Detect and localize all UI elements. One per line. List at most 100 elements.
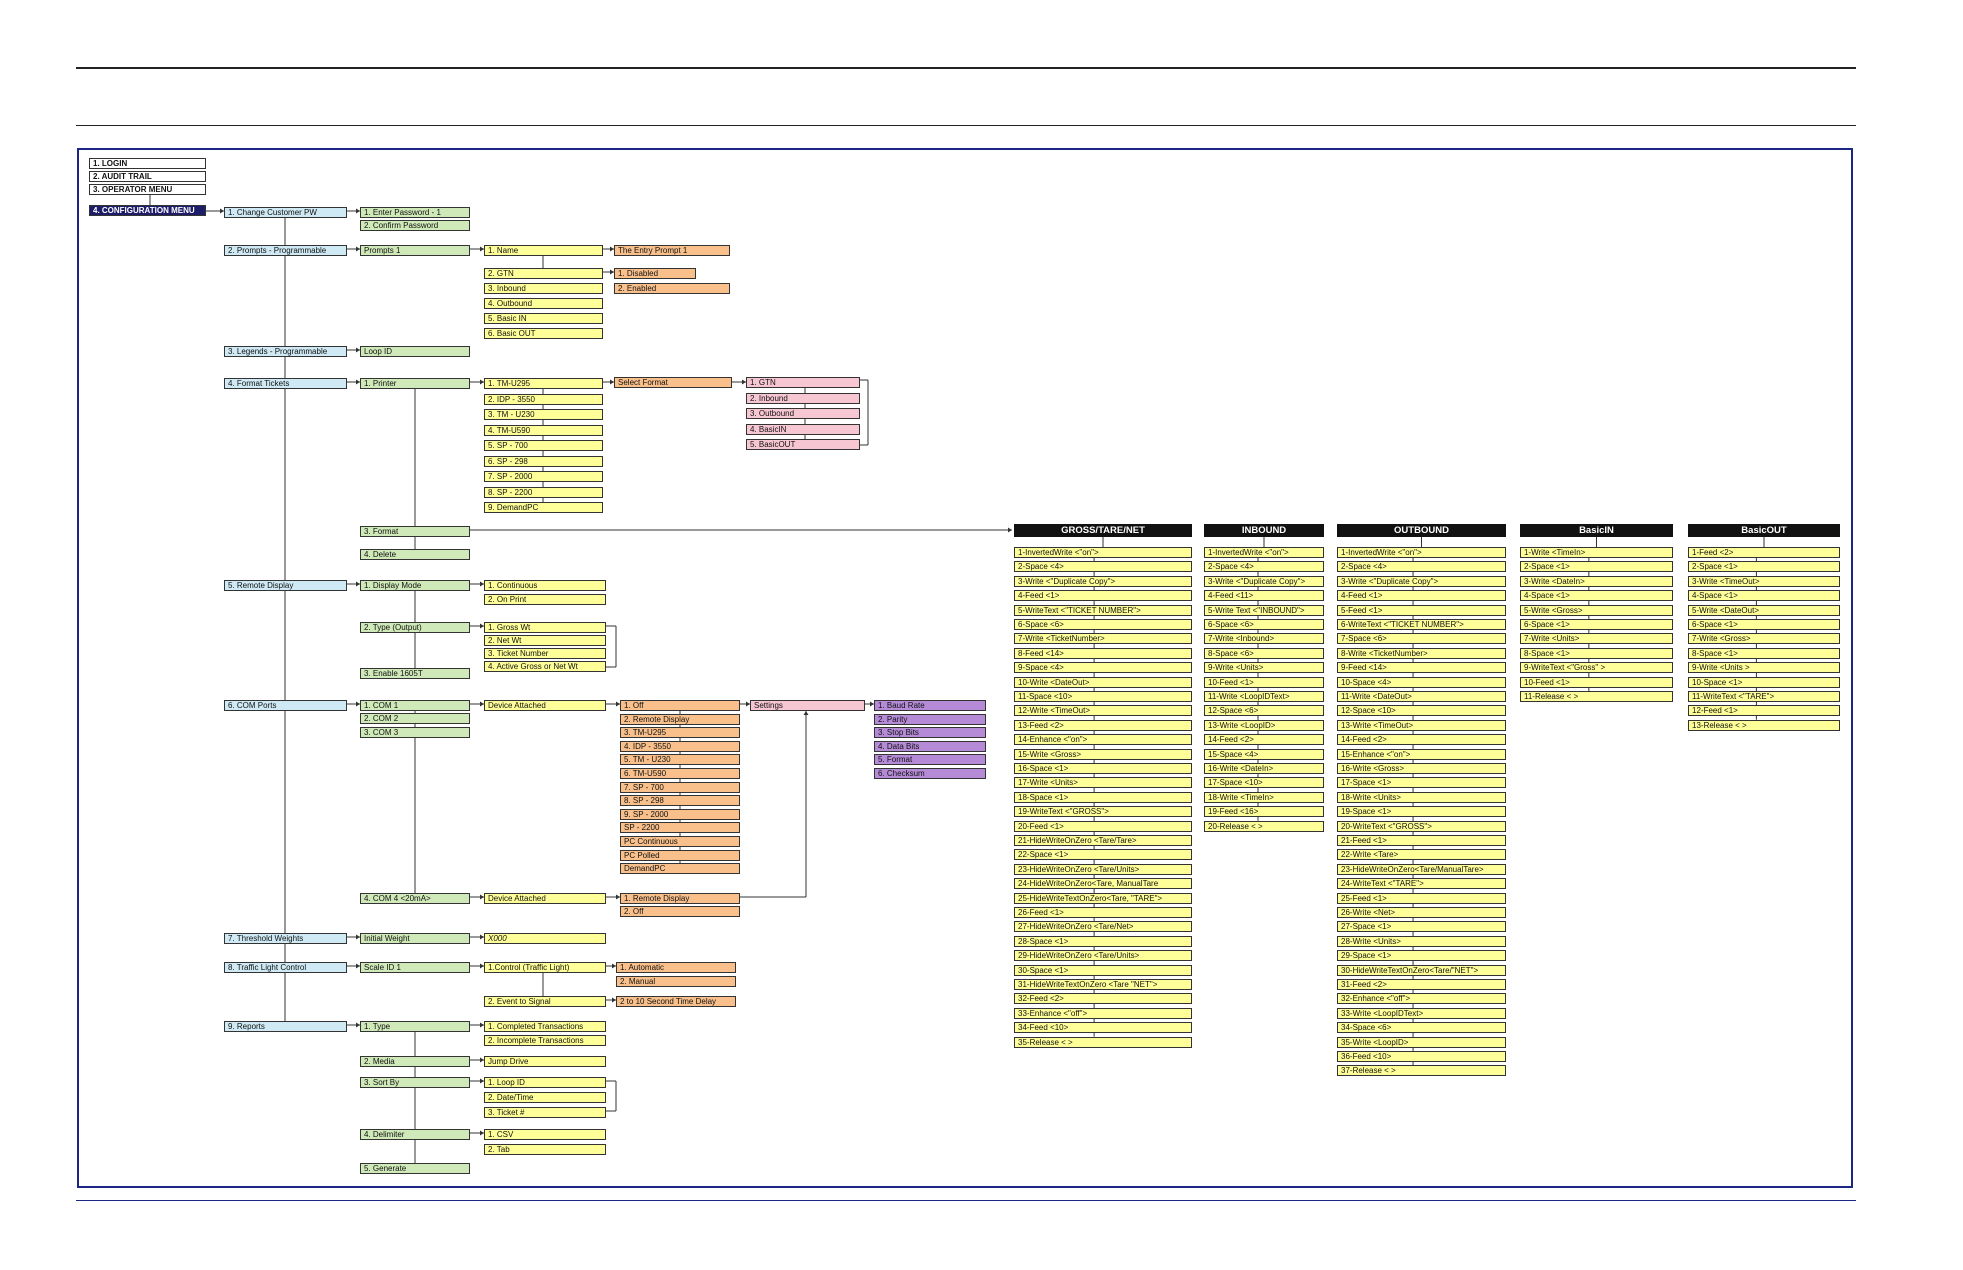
- report-media: Jump Drive: [484, 1056, 606, 1067]
- report-type: 1. Completed Transactions: [484, 1021, 606, 1032]
- com-device: PC Continuous: [620, 836, 740, 847]
- format-command: 1-Feed <2>: [1688, 547, 1840, 558]
- report-item: 3. Sort By: [360, 1077, 470, 1088]
- report-sort: 2. Date/Time: [484, 1092, 606, 1103]
- format-command: 13-Release < >: [1688, 719, 1840, 731]
- arrow-head: [480, 963, 484, 969]
- traffic-control: 2. Event to Signal: [484, 996, 606, 1007]
- com-device: 7. SP - 700: [620, 781, 740, 793]
- format-command: 10-Space <1>: [1688, 676, 1840, 688]
- arrow-head: [480, 934, 484, 940]
- format-command: 23-HideWriteOnZero <Tare/Units>: [1014, 863, 1192, 875]
- com-setting: 2. Parity: [874, 713, 986, 725]
- initial-weight-value: X000: [484, 933, 606, 944]
- format-command: 32-Feed <2>: [1014, 993, 1192, 1005]
- remote-display-item: 1. Display Mode: [360, 580, 470, 591]
- format-command: 4-Feed <1>: [1014, 590, 1192, 602]
- format-command: 28-Space <1>: [1014, 935, 1192, 947]
- arrow-head: [480, 1022, 484, 1028]
- arrow-head: [356, 934, 360, 940]
- com-device: 3. TM-U295: [620, 727, 740, 739]
- arrow-head: [616, 701, 620, 707]
- arrow-head: [480, 379, 484, 385]
- format-command: 10-Feed <1>: [1204, 676, 1324, 688]
- display-mode: 2. On Print: [484, 594, 606, 605]
- config-menu-item: 9. Reports: [224, 1021, 347, 1032]
- ticket-format: 2. Inbound: [746, 392, 860, 404]
- format-command: 27-HideWriteOnZero <Tare/Net>: [1014, 921, 1192, 933]
- prompt-field: 4. Outbound: [484, 298, 603, 309]
- com-device: 1. Off: [620, 700, 740, 711]
- prompt-field: 1. Name: [484, 245, 603, 256]
- format-command: 7-Write <TicketNumber>: [1014, 633, 1192, 645]
- format-command: 13-Feed <2>: [1014, 719, 1192, 731]
- prompt-field: 3. Inbound: [484, 283, 603, 294]
- arrow-head: [742, 379, 746, 385]
- format-command: 6-Space <1>: [1520, 619, 1673, 630]
- format-command: 21-HideWriteOnZero <Tare/Tare>: [1014, 835, 1192, 846]
- format-command: 17-Space <1>: [1337, 777, 1506, 789]
- format-command: 3-Write <DateIn>: [1520, 575, 1673, 587]
- arrow-head: [746, 701, 750, 707]
- report-sort: 3. Ticket #: [484, 1107, 606, 1118]
- arrow-head: [220, 208, 224, 214]
- prompt-field: 5. Basic IN: [484, 313, 603, 324]
- format-command: 35-Release < >: [1014, 1036, 1192, 1048]
- arrow-head: [480, 1078, 484, 1084]
- com4-device: 2. Off: [620, 906, 740, 917]
- format-command: 4-Space <1>: [1520, 590, 1673, 602]
- format-command: 26-Feed <1>: [1014, 907, 1192, 918]
- traffic-mode: 1. Automatic: [616, 962, 736, 973]
- format-command: 3-Write <"Duplicate Copy">: [1337, 575, 1506, 587]
- printer-model: 5. SP - 700: [484, 440, 603, 451]
- format-command: 7-Write <Gross>: [1688, 633, 1840, 645]
- format-command: 1-InvertedWrite <"on">: [1337, 547, 1506, 558]
- arrow-head: [1008, 527, 1012, 533]
- com-device: 8. SP - 298: [620, 795, 740, 807]
- format-command: 2-Space <4>: [1337, 561, 1506, 573]
- com-device: SP - 2200: [620, 822, 740, 834]
- com-device: DemandPC: [620, 863, 740, 875]
- footer-rule: [76, 1200, 1856, 1201]
- format-command: 8-Feed <14>: [1014, 647, 1192, 659]
- com-setting: 1. Baud Rate: [874, 700, 986, 711]
- config-menu-item: 4. Format Tickets: [224, 378, 347, 389]
- format-command: 8-Space <1>: [1520, 647, 1673, 659]
- format-command: 9-Space <4>: [1014, 662, 1192, 674]
- format-command: 22-Space <1>: [1014, 849, 1192, 861]
- format-command: 13-Write <TimeOut>: [1337, 719, 1506, 731]
- format-command: 6-Space <6>: [1014, 619, 1192, 630]
- top-menu-audit-trail: 2. AUDIT TRAIL: [89, 171, 206, 182]
- com-setting: 5. Format: [874, 754, 986, 765]
- com-device: 9. SP - 2000: [620, 808, 740, 820]
- format-command: 5-Write <Gross>: [1520, 604, 1673, 616]
- format-command: 20-Feed <1>: [1014, 820, 1192, 832]
- format-command: 9-Write <Units >: [1688, 662, 1840, 674]
- format-command: 30-Space <1>: [1014, 964, 1192, 976]
- com-setting: 6. Checksum: [874, 767, 986, 779]
- gtn-option: 2. Enabled: [614, 283, 730, 294]
- format-command: 21-Feed <1>: [1337, 835, 1506, 846]
- ticket-format: 5. BasicOUT: [746, 439, 860, 450]
- format-command: 11-Write <LoopIDText>: [1204, 691, 1324, 702]
- format-command: 35-Write <LoopID>: [1337, 1036, 1506, 1048]
- format-command: 6-Space <1>: [1688, 619, 1840, 630]
- ticket-format: 4. BasicIN: [746, 423, 860, 435]
- format-column-header: OUTBOUND: [1337, 524, 1506, 537]
- arrow-head: [480, 1130, 484, 1136]
- config-menu-item: 2. Prompts - Programmable: [224, 245, 347, 256]
- format-command: 10-Write <DateOut>: [1014, 676, 1192, 688]
- format-command: 31-HideWriteTextOnZero <Tare "NET">: [1014, 979, 1192, 990]
- remote-display-item: 3. Enable 1605T: [360, 668, 470, 679]
- format-command: 24-HideWriteOnZero<Tare, ManualTare: [1014, 878, 1192, 890]
- format-command: 16-Write <DateIn>: [1204, 763, 1324, 774]
- traffic-mode: 2. Manual: [616, 976, 736, 987]
- arrow-head: [356, 246, 360, 252]
- format-command: 15-Write <Gross>: [1014, 748, 1192, 760]
- arrow-head: [610, 246, 614, 252]
- arrow-head: [356, 701, 360, 707]
- format-command: 4-Space <1>: [1688, 590, 1840, 602]
- format-command: 12-Feed <1>: [1688, 705, 1840, 717]
- format-column-header: GROSS/TARE/NET: [1014, 524, 1192, 537]
- format-tickets-item: 1. Printer: [360, 378, 470, 389]
